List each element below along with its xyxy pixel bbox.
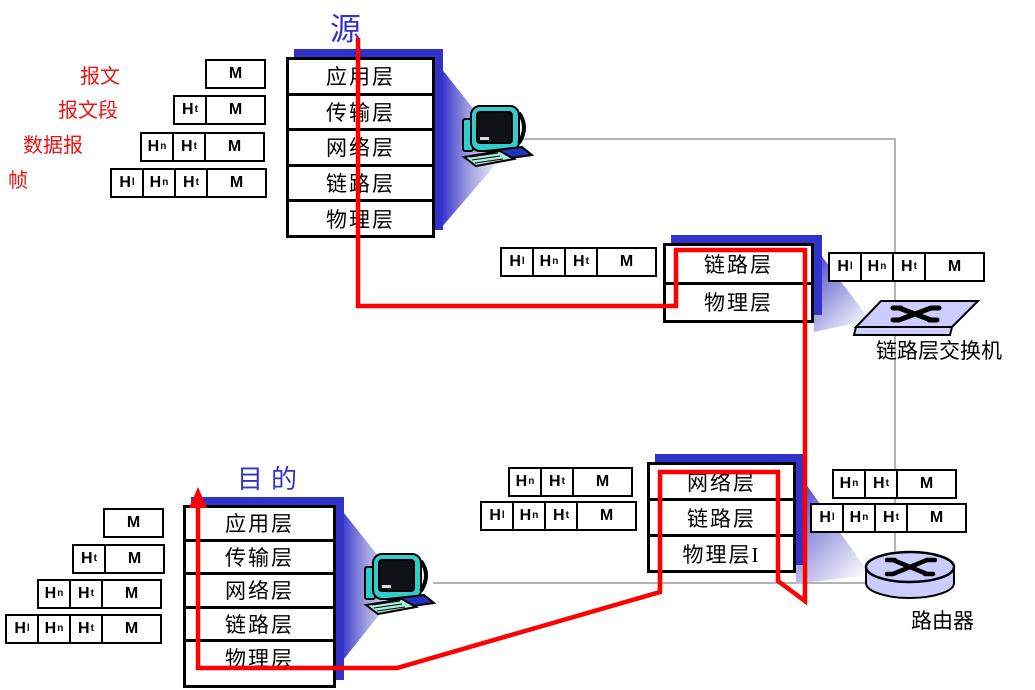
pdu-cell-m: M: [619, 253, 634, 270]
router-protocol-stack: 网络层链路层物理层I: [647, 462, 796, 573]
pdu-cell-m: M: [929, 509, 944, 526]
layer-row: 物理层I: [650, 534, 793, 570]
pdu-label-message: 报文: [80, 66, 120, 88]
layer-row: 链路层: [650, 498, 793, 534]
layer-row: 物理层: [289, 199, 432, 235]
layer-row: 应用层: [225, 512, 294, 537]
pdu-cell-m: M: [919, 475, 934, 492]
pdu-cell-m: M: [127, 550, 142, 567]
pdu-cell-m: M: [126, 514, 141, 531]
source-protocol-stack: 应用层传输层网络层链路层物理层: [286, 57, 435, 238]
layer-row: 链路层: [704, 252, 773, 277]
pdu-box-source-message: M: [205, 59, 266, 89]
pdu-cell-m: M: [124, 620, 139, 637]
router-label: 路由器: [911, 609, 974, 633]
switch-protocol-stack: 链路层物理层: [663, 243, 814, 323]
destination-computer-icon: [360, 551, 437, 628]
pdu-cell-m: M: [227, 138, 242, 155]
source-title: 源: [330, 12, 363, 47]
layer-row: 链路层: [186, 605, 333, 640]
switch-label: 链路层交换机: [876, 339, 1002, 363]
pdu-cell-m: M: [229, 174, 244, 191]
layer-row: 网络层: [186, 572, 333, 606]
source-computer-icon: [458, 103, 535, 180]
pdu-cell-m: M: [124, 585, 139, 602]
destination-title: 目的: [237, 465, 306, 494]
pdu-cell-m: M: [228, 101, 243, 118]
pdu-label-segment: 报文段: [58, 100, 118, 122]
layer-row: 物理层: [666, 281, 811, 321]
pdu-label-frame: 帧: [8, 170, 28, 192]
pdu-label-datagram: 数据报: [23, 135, 83, 157]
layer-row: 网络层: [687, 470, 756, 495]
pdu-cell-m: M: [599, 507, 614, 524]
layer-row: 链路层: [289, 163, 432, 200]
pdu-cell-m: M: [947, 258, 962, 275]
router-icon: [863, 549, 957, 606]
pdu-cell-m: M: [595, 473, 610, 490]
layer-row: 应用层: [326, 65, 395, 90]
pdu-box-dest-message: M: [103, 508, 164, 538]
layer-row: 网络层: [289, 128, 432, 164]
layer-row: 传输层: [289, 92, 432, 129]
destination-protocol-stack: 应用层传输层网络层链路层物理层: [183, 505, 336, 688]
pdu-cell-m: M: [228, 65, 243, 82]
layer-row: 传输层: [186, 538, 333, 573]
layer-row: 物理层: [186, 639, 333, 673]
